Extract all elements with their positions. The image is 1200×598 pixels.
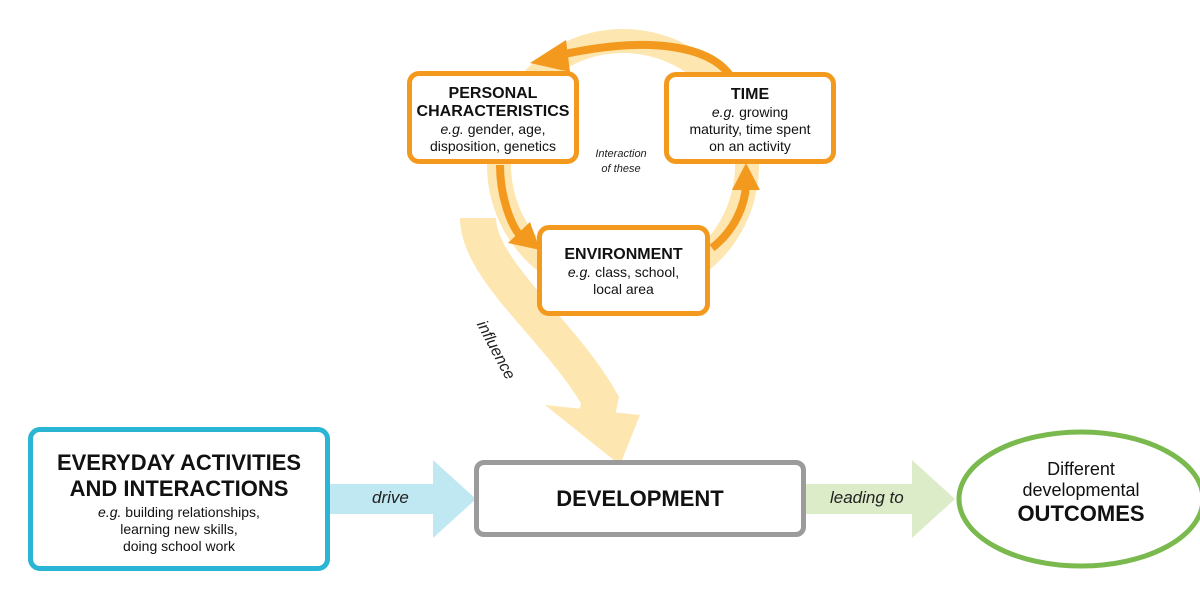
everyday-desc-line1: e.g. building relationships, — [98, 504, 260, 520]
everyday-desc-line2: learning new skills, — [120, 521, 238, 537]
personal-desc-line2: disposition, genetics — [429, 138, 557, 154]
drive-label: drive — [372, 488, 409, 507]
time-box: TIME e.g. growing maturity, time spent o… — [664, 72, 836, 164]
environment-box: ENVIRONMENT e.g. class, school, local ar… — [537, 225, 710, 316]
cycle-arrow-right-head — [732, 163, 760, 190]
interaction-label: Interaction of these — [580, 147, 662, 177]
cycle-arrow-right — [709, 184, 750, 252]
environment-desc-line1: e.g. class, school, — [567, 264, 680, 280]
outcomes-line1: Different — [1047, 459, 1115, 479]
environment-title: ENVIRONMENT — [564, 246, 683, 263]
environment-desc-line2: local area — [593, 281, 654, 297]
interaction-line1: Interaction — [595, 148, 647, 160]
personal-desc-line1: e.g. gender, age, — [440, 121, 546, 137]
drive-arrow-head — [433, 460, 476, 538]
time-desc-line2: maturity, time spent — [689, 121, 811, 137]
interaction-line2: of these — [601, 163, 641, 175]
cycle-arrow-top-head — [530, 40, 570, 72]
influence-arrow-shaft — [460, 216, 619, 424]
leading-arrow-head — [912, 460, 955, 538]
cycle-arrow-left-head — [508, 222, 540, 250]
development-title: DEVELOPMENT — [556, 486, 724, 511]
personal-title-line1: PERSONAL — [448, 85, 538, 102]
everyday-title-line1: EVERYDAY ACTIVITIES — [56, 450, 302, 475]
leading-arrow-shaft — [806, 484, 916, 514]
everyday-desc-line3: doing school work — [122, 538, 236, 554]
time-desc-line1: e.g. growing — [711, 104, 789, 120]
everyday-activities-box: EVERYDAY ACTIVITIES AND INTERACTIONS e.g… — [28, 427, 330, 571]
time-title: TIME — [730, 86, 770, 103]
leading-to-label: leading to — [830, 488, 904, 507]
influence-arrow-head — [545, 405, 640, 465]
personal-title-line2: CHARACTERISTICS — [416, 103, 570, 120]
everyday-title-line2: AND INTERACTIONS — [69, 476, 289, 501]
outcomes-line2: developmental — [1022, 480, 1140, 500]
outcomes-ellipse — [956, 429, 1200, 569]
development-box: DEVELOPMENT — [474, 460, 806, 537]
outcomes-line3: OUTCOMES — [1017, 501, 1145, 526]
cycle-arrow-top — [559, 41, 739, 87]
time-desc-line3: on an activity — [709, 138, 791, 154]
personal-characteristics-box: PERSONAL CHARACTERISTICS e.g. gender, ag… — [407, 71, 579, 164]
outcomes-text: Different developmental OUTCOMES — [975, 459, 1187, 527]
drive-arrow-shaft — [330, 484, 437, 514]
